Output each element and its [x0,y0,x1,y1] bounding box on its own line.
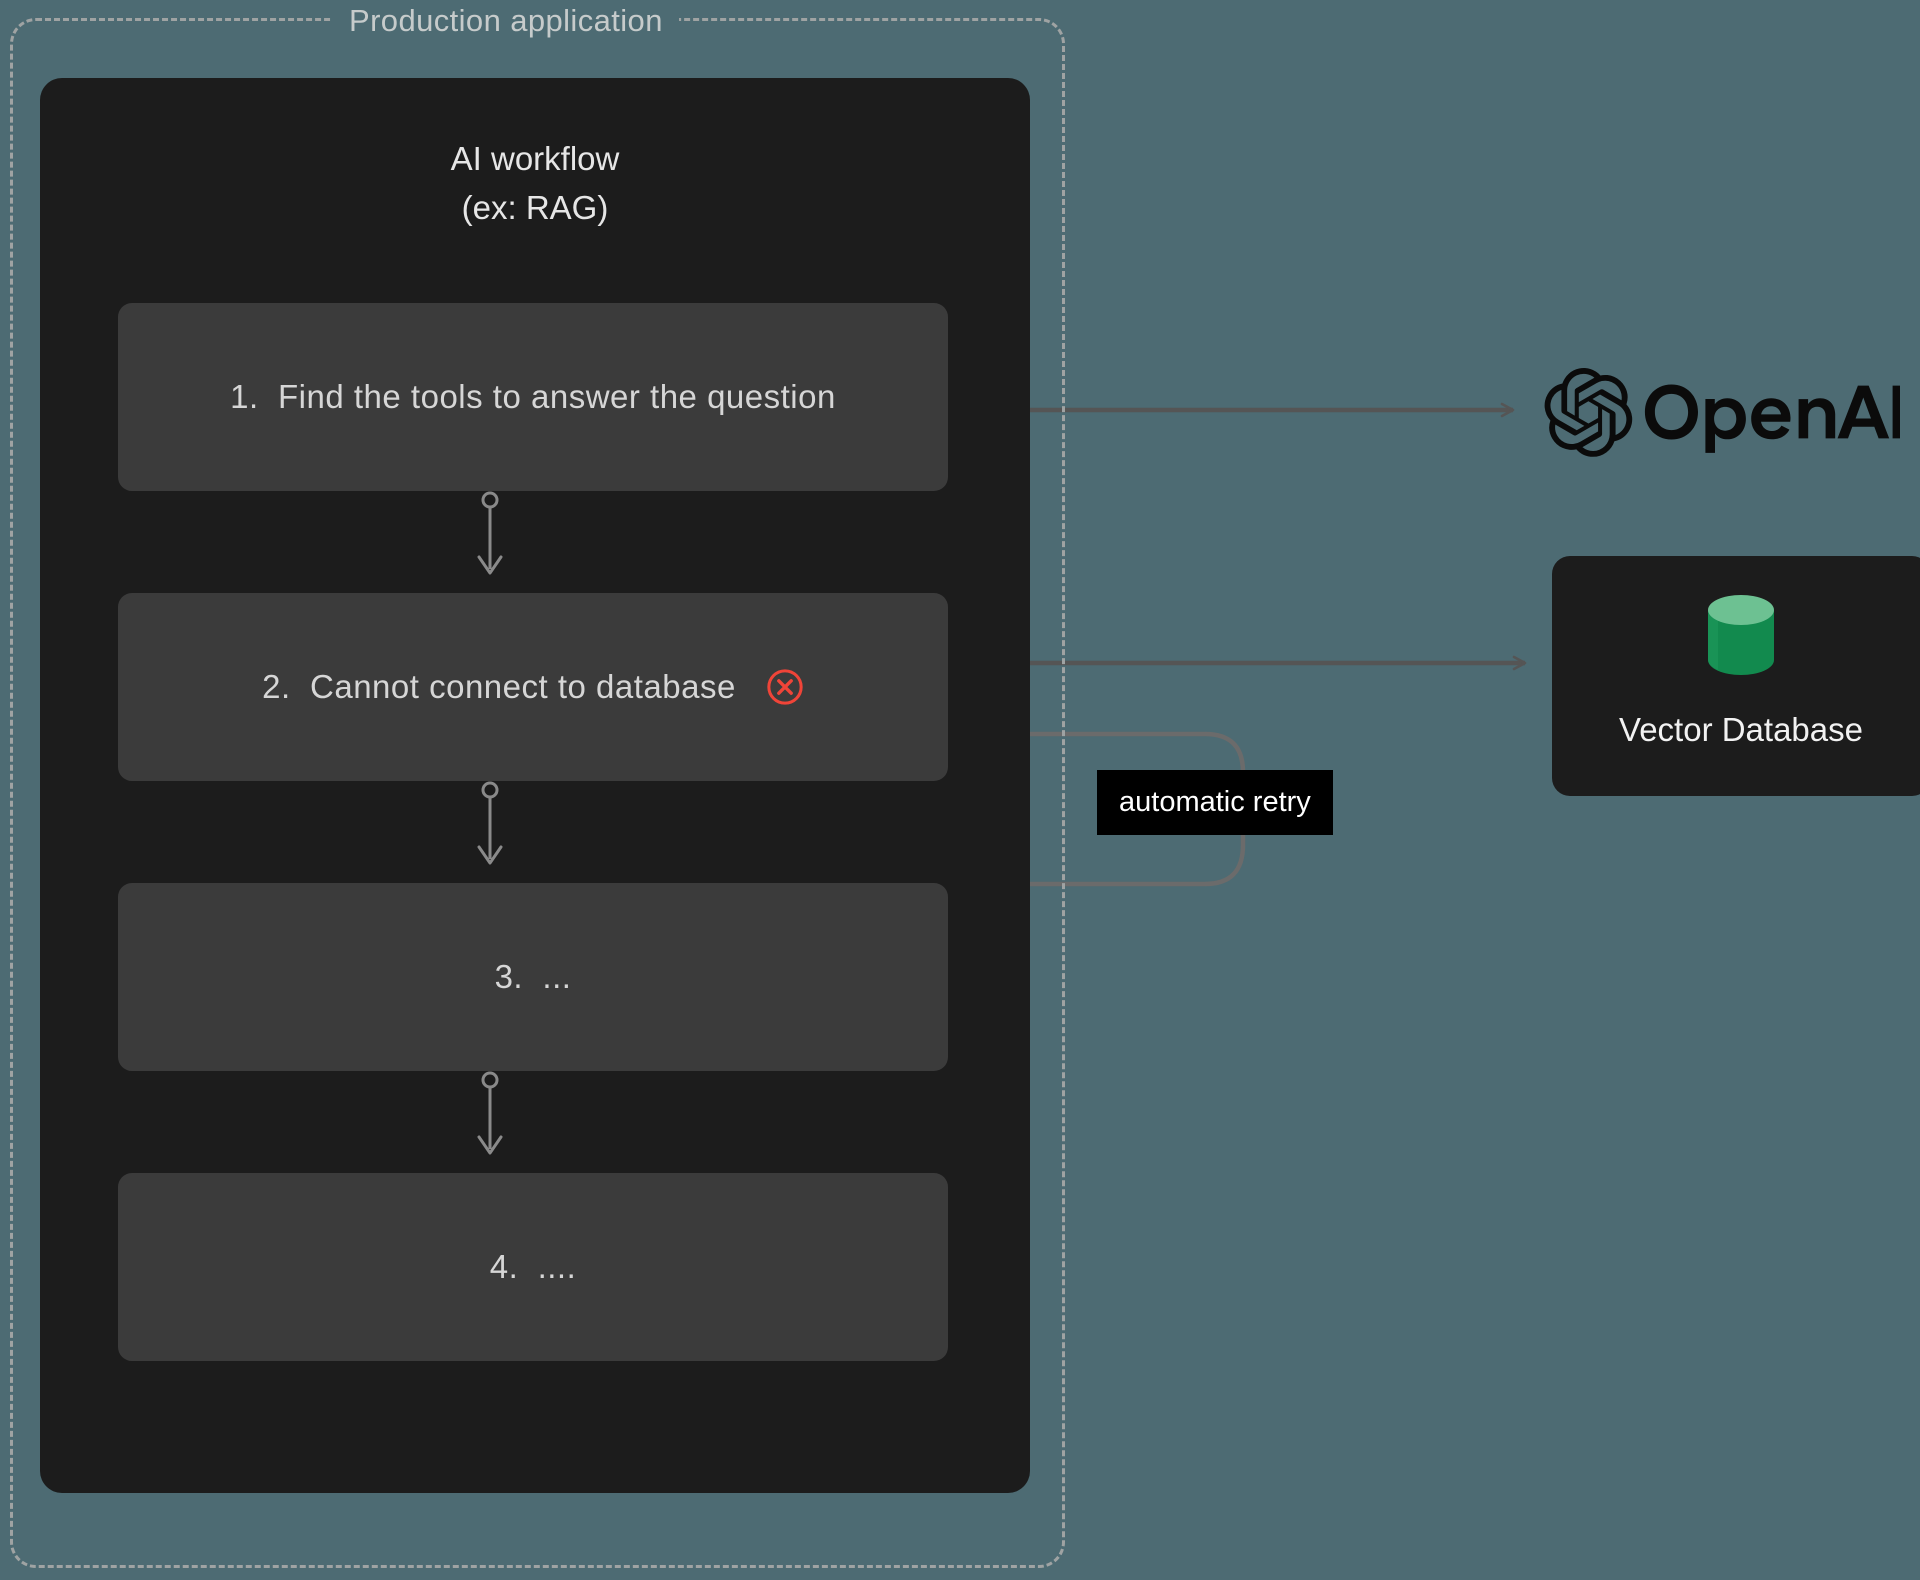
ai-workflow-panel: AI workflow (ex: RAG) 1. Find the tools … [40,78,1030,1493]
database-cylinder-icon [1708,595,1774,675]
vector-database-label: Vector Database [1619,711,1863,748]
vector-database-card[interactable]: Vector Database [1552,556,1920,796]
error-circle-x-icon [767,669,803,705]
connector-step2-step3 [477,781,503,865]
arrow-down-icon [477,555,503,575]
workflow-step-4[interactable]: 4. .... [118,1173,948,1361]
workflow-step-3[interactable]: 3. ... [118,883,948,1071]
production-application-title: Production application [333,1,679,41]
workflow-step-1-content: 1. Find the tools to answer the question [230,378,836,416]
arrow-down-icon [477,845,503,865]
ai-workflow-title: AI workflow (ex: RAG) [450,140,620,226]
connector-anchor-dot [481,491,499,509]
connector-anchor-dot [481,1071,499,1089]
workflow-step-2-content: 2. Cannot connect to database [262,668,804,706]
workflow-step-3-label: 3. ... [494,958,572,995]
workflow-step-4-content: 4. .... [490,1248,577,1286]
connector-anchor-dot [481,781,499,799]
automatic-retry-label: automatic retry [1097,770,1333,835]
connector-step1-step2 [477,491,503,575]
workflow-step-4-label: 4. .... [489,1248,577,1285]
production-application-container: Production application [10,1,1065,1568]
workflow-step-3-content: 3. ... [495,958,572,996]
arrow-down-icon [477,1135,503,1155]
workflow-step-2[interactable]: 2. Cannot connect to database [118,593,948,781]
workflow-step-1-label: 1. Find the tools to answer the question [230,378,836,415]
openai-logo-icon [1544,368,1900,457]
connector-step3-step4 [477,1071,503,1155]
workflow-step-1[interactable]: 1. Find the tools to answer the question [118,303,948,491]
workflow-step-2-label: 2. Cannot connect to database [262,668,736,705]
